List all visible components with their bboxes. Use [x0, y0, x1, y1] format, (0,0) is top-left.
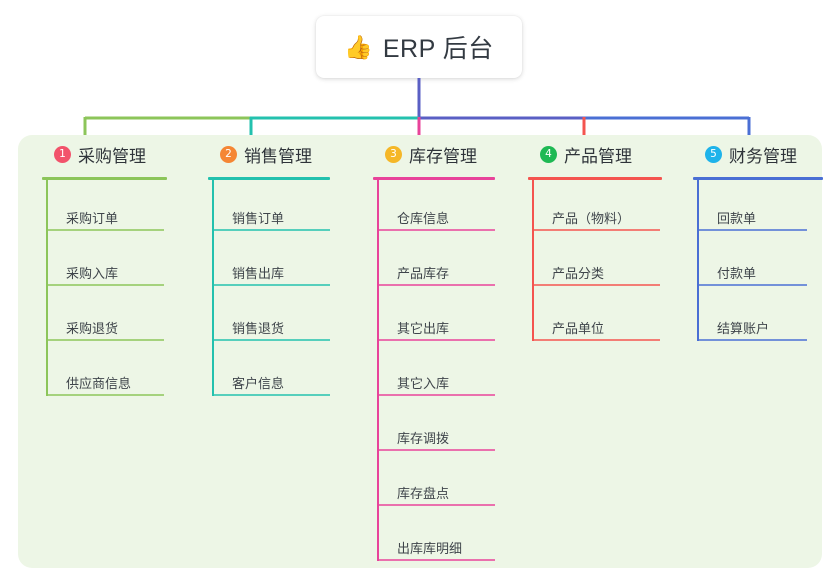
leaf-item[interactable]: 产品单位 [552, 321, 605, 336]
branch-header-5[interactable]: 5 财务管理 [705, 142, 797, 167]
leaf-item[interactable]: 产品分类 [552, 266, 605, 281]
branch-header-3[interactable]: 3 库存管理 [385, 142, 477, 167]
leaf-underline [212, 339, 330, 341]
leaf-underline [212, 394, 330, 396]
branch-rail [377, 179, 379, 561]
leaf-item[interactable]: 销售订单 [232, 211, 285, 226]
leaf-underline [697, 229, 807, 231]
branch-rail [212, 179, 214, 396]
leaf-underline [532, 284, 660, 286]
leaf-item[interactable]: 结算账户 [717, 321, 770, 336]
branch-title: 采购管理 [78, 147, 146, 166]
leaf-item[interactable]: 出库库明细 [397, 541, 463, 556]
leaf-item[interactable]: 回款单 [717, 211, 757, 226]
leaf-item[interactable]: 产品（物料） [552, 211, 631, 226]
leaf-underline [377, 449, 495, 451]
leaf-item[interactable]: 采购退货 [66, 321, 119, 336]
leaf-underline [377, 394, 495, 396]
leaf-underline [377, 559, 495, 561]
branch-header-underline [693, 177, 823, 180]
leaf-underline [377, 229, 495, 231]
branch-header-underline [208, 177, 330, 180]
leaf-underline [46, 284, 164, 286]
root-node-card[interactable]: 👍 ERP 后台 [316, 16, 522, 78]
leaf-underline [377, 339, 495, 341]
leaf-item[interactable]: 其它出库 [397, 321, 450, 336]
root-node-content: 👍 ERP 后台 [344, 29, 494, 65]
leaf-underline [46, 229, 164, 231]
leaf-item[interactable]: 客户信息 [232, 376, 285, 391]
branch-number-badge: 5 [705, 146, 722, 163]
branch-header-underline [373, 177, 495, 180]
branch-title: 产品管理 [564, 147, 632, 166]
branch-rail [46, 179, 48, 396]
leaf-item[interactable]: 其它入库 [397, 376, 450, 391]
leaf-item[interactable]: 销售出库 [232, 266, 285, 281]
thumbs-up-icon: 👍 [344, 33, 373, 60]
branch-column-3: 3 库存管理仓库信息产品库存其它出库其它入库库存调拨库存盘点出库库明细 [373, 135, 531, 568]
leaf-item[interactable]: 库存调拨 [397, 431, 450, 446]
leaf-underline [46, 339, 164, 341]
branch-column-1: 1 采购管理采购订单采购入库采购退货供应商信息 [42, 135, 200, 568]
branch-rail [697, 179, 699, 341]
leaf-item[interactable]: 供应商信息 [66, 376, 132, 391]
leaf-underline [46, 394, 164, 396]
leaf-item[interactable]: 采购订单 [66, 211, 119, 226]
leaf-item[interactable]: 销售退货 [232, 321, 285, 336]
leaf-underline [697, 339, 807, 341]
branch-header-4[interactable]: 4 产品管理 [540, 142, 632, 167]
branch-header-2[interactable]: 2 销售管理 [220, 142, 312, 167]
branch-column-5: 5 财务管理回款单付款单结算账户 [693, 135, 839, 568]
leaf-item[interactable]: 库存盘点 [397, 486, 450, 501]
branch-rail [532, 179, 534, 341]
leaf-underline [697, 284, 807, 286]
branch-column-4: 4 产品管理产品（物料） 产品分类产品单位 [528, 135, 696, 568]
branch-header-1[interactable]: 1 采购管理 [54, 142, 146, 167]
branch-number-badge: 4 [540, 146, 557, 163]
branch-header-underline [42, 177, 167, 180]
root-node-title: ERP 后台 [382, 35, 494, 63]
branch-number-badge: 3 [385, 146, 402, 163]
leaf-underline [377, 504, 495, 506]
leaf-item[interactable]: 采购入库 [66, 266, 119, 281]
leaf-item[interactable]: 付款单 [717, 266, 757, 281]
leaf-underline [532, 229, 660, 231]
branch-number-badge: 1 [54, 146, 71, 163]
leaf-item[interactable]: 产品库存 [397, 266, 450, 281]
branch-title: 销售管理 [244, 147, 312, 166]
mindmap-panel: 1 采购管理采购订单采购入库采购退货供应商信息 2 销售管理销售订单销售出库销售退货… [18, 135, 823, 568]
leaf-underline [532, 339, 660, 341]
branch-title: 库存管理 [409, 147, 477, 166]
branch-title: 财务管理 [729, 147, 797, 166]
leaf-underline [377, 284, 495, 286]
branch-header-underline [528, 177, 662, 180]
leaf-underline [212, 229, 330, 231]
branch-column-2: 2 销售管理销售订单销售出库销售退货客户信息 [208, 135, 366, 568]
branch-number-badge: 2 [220, 146, 237, 163]
leaf-underline [212, 284, 330, 286]
leaf-item[interactable]: 仓库信息 [397, 211, 450, 226]
